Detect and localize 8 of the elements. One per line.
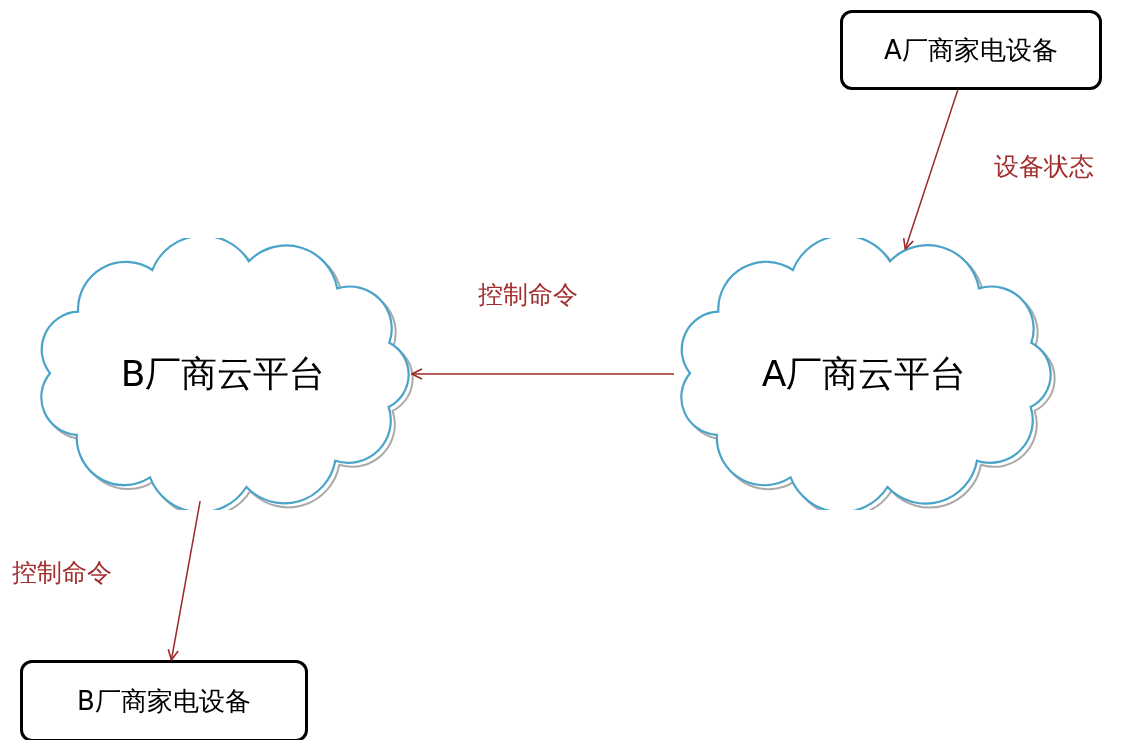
cloud-label: A厂商云平台 — [761, 351, 967, 396]
cloud-label: B厂商云平台 — [120, 351, 326, 396]
device-label: A厂商家电设备 — [884, 33, 1058, 67]
device-box — [840, 10, 1102, 90]
device-label: B厂商家电设备 — [77, 684, 251, 718]
device-box — [20, 660, 308, 740]
arrow — [167, 500, 201, 661]
arrow — [902, 89, 959, 250]
